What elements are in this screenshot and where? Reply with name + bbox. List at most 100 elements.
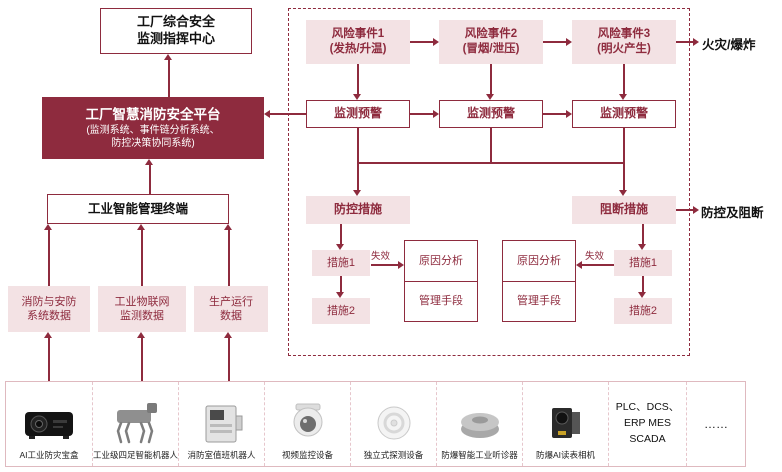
arrow-down-icon — [638, 292, 646, 298]
ai-disaster-box-icon — [17, 397, 81, 449]
device-label: 工业级四足智能机器人 — [93, 450, 178, 460]
connector-line — [357, 128, 359, 162]
device-label: 防爆智能工业听诊器 — [441, 450, 518, 460]
connector-line — [582, 264, 614, 266]
connector-line — [543, 113, 566, 115]
arrow-up-icon — [44, 332, 52, 338]
connector-line — [543, 41, 566, 43]
arrow-down-icon — [353, 94, 361, 100]
device-item: 工业级四足智能机器人 — [92, 382, 178, 466]
measure-1-box-left: 措施1 — [312, 250, 370, 276]
data-source-line: 监测数据 — [120, 310, 164, 322]
protocols-text: PLC、DCS、 ERP MES SCADA — [608, 382, 686, 466]
device-item: 消防室值班机器人 — [178, 382, 264, 466]
risk-event-line: (冒烟/泄压) — [462, 43, 520, 55]
smoke-detector-icon — [362, 397, 426, 449]
prevention-measures-label: 防控措施 — [333, 202, 382, 217]
measure-1-box-right: 措施1 — [614, 250, 672, 276]
device-item: 防爆智能工业听诊器 — [436, 382, 522, 466]
data-source-line: 生产运行 — [209, 295, 253, 308]
quadruped-robot-icon — [101, 397, 171, 449]
arrow-up-icon — [137, 332, 145, 338]
arrow-down-icon — [619, 190, 627, 196]
protocols-line: ERP MES — [623, 417, 672, 430]
connector-line — [623, 162, 625, 190]
connector-line — [676, 41, 693, 43]
arrow-down-icon — [486, 94, 494, 100]
data-source-production: 生产运行 数据 — [194, 286, 268, 332]
connector-line — [410, 41, 433, 43]
risk-event-line: 风险事件2 — [464, 28, 518, 41]
connector-line — [371, 264, 398, 266]
arrow-right-icon — [566, 110, 572, 118]
arrow-up-icon — [164, 54, 172, 60]
connector-line — [642, 276, 644, 292]
arrow-right-icon — [693, 206, 699, 214]
arrow-up-icon — [224, 224, 232, 230]
fire-explosion-label: 火灾/爆炸 — [702, 38, 756, 52]
arrow-down-icon — [353, 190, 361, 196]
connector-line — [623, 64, 625, 94]
connector-line — [48, 230, 50, 286]
dome-camera-icon — [276, 397, 340, 449]
device-label: AI工业防灾宝盒 — [19, 450, 79, 460]
ellipsis-text: …… — [686, 382, 745, 466]
platform-subtitle-2: 防控决策协同系统) — [111, 137, 195, 149]
data-source-line: 数据 — [220, 310, 242, 322]
connector-line — [490, 128, 492, 162]
risk-event-3-box: 风险事件3 (明火产生) — [572, 20, 676, 64]
management-means-label: 管理手段 — [419, 295, 463, 308]
arrow-up-icon — [137, 224, 145, 230]
arrow-right-icon — [398, 261, 404, 269]
arrow-up-icon — [145, 159, 153, 165]
device-strip: AI工业防灾宝盒 工业级四足智能机器人 — [5, 381, 746, 467]
platform-box: 工厂智慧消防安全平台 (监测系统、事件链分析系统、 防控决策协同系统) — [42, 97, 264, 159]
data-source-line: 消防与安防 — [21, 295, 77, 308]
connector-line — [410, 113, 433, 115]
device-item: 独立式探测设备 — [350, 382, 436, 466]
risk-event-line: (发热/升温) — [329, 43, 387, 55]
risk-event-line: 风险事件1 — [331, 28, 385, 41]
command-center-line2: 监测指挥中心 — [136, 31, 215, 46]
industrial-stethoscope-icon — [448, 397, 512, 449]
measure-label: 措施1 — [326, 256, 356, 269]
connector-line — [149, 165, 151, 194]
measure-label: 措施1 — [628, 256, 658, 269]
monitor-warning-label: 监测预警 — [333, 106, 382, 121]
device-label: 视频监控设备 — [281, 450, 333, 460]
blocking-measures-label: 阻断措施 — [599, 202, 648, 217]
data-source-line: 系统数据 — [27, 310, 71, 322]
cause-analysis-box-left: 原因分析 管理手段 — [404, 240, 478, 322]
fail-label-right: 失效 — [585, 251, 605, 262]
arrow-right-icon — [566, 38, 572, 46]
monitor-warning-box-3: 监测预警 — [572, 100, 676, 128]
risk-chain-region — [288, 8, 690, 356]
measure-label: 措施2 — [326, 304, 356, 317]
connector-line — [340, 224, 342, 244]
monitor-warning-label: 监测预警 — [466, 106, 515, 121]
connector-line — [676, 209, 693, 211]
platform-title: 工厂智慧消防安全平台 — [85, 107, 221, 123]
arrow-left-icon — [576, 261, 582, 269]
blocking-measures-box: 阻断措施 — [572, 196, 676, 224]
arrow-down-icon — [619, 94, 627, 100]
connector-line — [228, 230, 230, 286]
prevention-blocking-label: 防控及阻断 — [701, 206, 764, 220]
risk-event-2-box: 风险事件2 (冒烟/泄压) — [439, 20, 543, 64]
management-means-label: 管理手段 — [517, 295, 561, 308]
command-center-line1: 工厂综合安全 — [136, 14, 215, 30]
monitor-warning-box-1: 监测预警 — [306, 100, 410, 128]
data-source-fire-security: 消防与安防 系统数据 — [8, 286, 90, 332]
connector-line — [642, 224, 644, 244]
terminal-label: 工业智能管理终端 — [87, 201, 188, 216]
arrow-down-icon — [336, 292, 344, 298]
connector-line — [623, 128, 625, 162]
device-label: 消防室值班机器人 — [187, 450, 256, 460]
connector-line — [48, 338, 50, 381]
arrow-right-icon — [433, 110, 439, 118]
connector-line — [228, 338, 230, 381]
platform-subtitle-1: (监测系统、事件链分析系统、 — [86, 124, 220, 136]
data-source-line: 工业物联网 — [114, 295, 170, 308]
device-item: AI工业防灾宝盒 — [6, 382, 92, 466]
